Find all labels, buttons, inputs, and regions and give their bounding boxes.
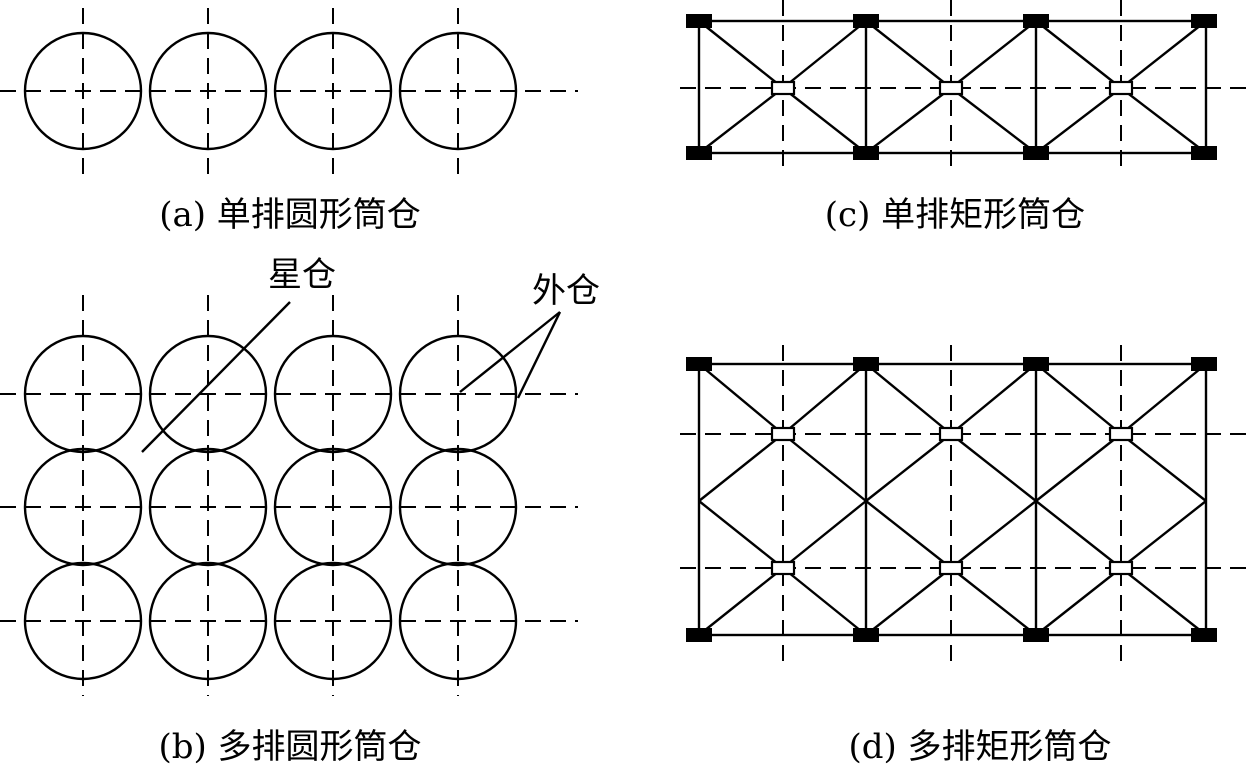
hopper-edge (1120, 567, 1207, 636)
circular-silo (273, 447, 393, 567)
hopper-edge (865, 20, 952, 89)
circular-silo (23, 561, 143, 681)
circular-silo (398, 31, 518, 151)
column-block (1191, 628, 1217, 642)
panel-b-multi-row-circular: 星仓 外仓 (b) 多排圆形筒仓 (0, 255, 600, 766)
hopper-edge (1120, 433, 1207, 502)
silo-outline (697, 362, 1208, 637)
circular-silo (148, 334, 268, 454)
hopper-edge (782, 363, 867, 435)
hopper-edge (1120, 20, 1207, 89)
outlet-opening (938, 80, 964, 96)
column-block (1191, 357, 1217, 371)
outer-bin-leader-line (516, 311, 562, 399)
column-block (686, 146, 712, 160)
column-block (1023, 357, 1049, 371)
column-block (686, 14, 712, 28)
outlet-opening (1108, 426, 1134, 442)
circular-silo (148, 447, 268, 567)
hopper-edge (698, 500, 784, 569)
column-block (1023, 628, 1049, 642)
hopper-edge (782, 500, 867, 569)
column-block (1191, 146, 1217, 160)
column-block (686, 628, 712, 642)
hopper-edge (782, 20, 867, 89)
hopper-edge (950, 500, 1037, 569)
silo-outline (697, 19, 1208, 155)
outer-bin-leader-line (459, 311, 561, 393)
hopper-edge (865, 433, 952, 502)
hopper-edge (865, 500, 952, 569)
column-block (1023, 14, 1049, 28)
circular-silo (273, 334, 393, 454)
circular-silo (23, 447, 143, 567)
hopper-edge (950, 433, 1037, 502)
outlet-opening (770, 560, 796, 576)
circular-silo (23, 31, 143, 151)
hopper-edge (782, 433, 867, 502)
hopper-edge (1035, 87, 1122, 154)
hopper-edge (950, 567, 1037, 636)
star-bin-leader-line (141, 301, 291, 453)
column-block (1023, 146, 1049, 160)
hopper-edge (698, 567, 784, 636)
panel-d-multi-row-rectangular: (d) 多排矩形筒仓 (680, 345, 1251, 766)
hopper-edge (1035, 433, 1122, 502)
hopper-edge (698, 20, 784, 89)
circular-silo (148, 31, 268, 151)
outlet-opening (938, 426, 964, 442)
hopper-edge (782, 567, 867, 636)
column-block (853, 357, 879, 371)
column-block (853, 628, 879, 642)
circular-silo (273, 561, 393, 681)
caption-d: (d) 多排矩形筒仓 (848, 727, 1111, 766)
hopper-edge (950, 20, 1037, 89)
hopper-edge (950, 87, 1037, 154)
hopper-edge (950, 363, 1037, 435)
hopper-edge (698, 433, 784, 502)
hopper-edge (865, 363, 952, 435)
outlet-opening (938, 560, 964, 576)
hopper-edge (1120, 87, 1207, 154)
panel-c-single-row-rectangular: (c) 单排矩形筒仓 (680, 0, 1251, 235)
circular-silo (148, 561, 268, 681)
star-bin-label: 星仓 (268, 255, 336, 295)
hopper-edge (1120, 363, 1207, 435)
circular-silo (398, 561, 518, 681)
caption-a: (a) 单排圆形筒仓 (159, 195, 421, 235)
circular-silo (273, 31, 393, 151)
hopper-edge (1035, 20, 1122, 89)
hopper-edge (1035, 500, 1122, 569)
column-block (1191, 14, 1217, 28)
caption-c: (c) 单排矩形筒仓 (825, 195, 1085, 235)
outlet-opening (1108, 560, 1134, 576)
hopper-edge (1035, 567, 1122, 636)
panel-a-single-row-circular: (a) 单排圆形筒仓 (0, 8, 578, 235)
hopper-edge (1120, 500, 1207, 569)
hopper-edge (698, 363, 784, 435)
outlet-opening (770, 80, 796, 96)
circular-silo (398, 447, 518, 567)
circular-silo (398, 334, 518, 454)
column-block (853, 14, 879, 28)
hopper-edge (1035, 363, 1122, 435)
hopper-edge (782, 87, 867, 154)
outlet-opening (1108, 80, 1134, 96)
column-block (853, 146, 879, 160)
hopper-edge (865, 87, 952, 154)
circular-silo (23, 334, 143, 454)
outlet-opening (770, 426, 796, 442)
column-block (686, 357, 712, 371)
caption-b: (b) 多排圆形筒仓 (158, 727, 421, 766)
hopper-edge (698, 87, 784, 154)
outer-bin-label: 外仓 (532, 271, 600, 311)
hopper-edge (865, 567, 952, 636)
